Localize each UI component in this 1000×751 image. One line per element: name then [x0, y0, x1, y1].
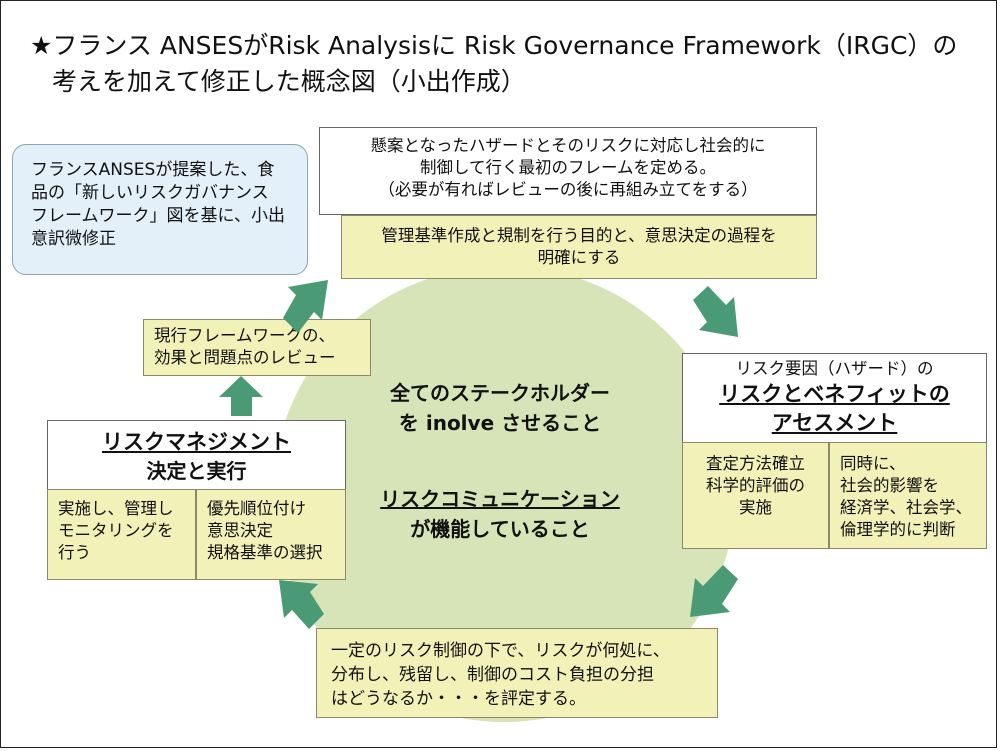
- arrow-assessment-to-evaluation-icon: [690, 565, 738, 617]
- assessment-left-line1: 査定方法確立: [706, 454, 805, 473]
- center-line4: が機能していること: [410, 517, 590, 541]
- management-left-cell: 実施し、管理し モニタリングを 行う: [47, 489, 196, 580]
- management-left-line2: モニタリングを: [58, 521, 174, 540]
- evaluation-line3: はどうなるか・・・を評定する。: [331, 689, 586, 709]
- assessment-right-line1: 同時に、: [840, 454, 906, 473]
- framing-line3: （必要が有ればレビューの後に再組み立てをする）: [378, 180, 758, 199]
- title-line1: ★フランス ANSESがRisk Analysisに Risk Governan…: [30, 31, 958, 60]
- management-left-line3: 行う: [58, 543, 91, 562]
- assessment-right-cell: 同時に、 社会的影響を 経済学、社会学、 倫理学的に判断: [829, 442, 987, 549]
- assessment-right-line3: 経済学、社会学、: [840, 498, 972, 517]
- framing-box: 懸案となったハザードとそのリスクに対応し社会的に 制御して行く最初のフレームを定…: [319, 127, 817, 215]
- evaluation-line2: 分布し、残留し、制御のコスト負担の分担: [331, 665, 654, 685]
- framing-sub-box: 管理基準作成と規制を行う目的と、意思決定の過程を 明確にする: [341, 215, 817, 279]
- center-text-communication: リスクコミュニケーション が機能していること: [340, 484, 660, 544]
- page-title: ★フランス ANSESがRisk Analysisに Risk Governan…: [30, 28, 957, 100]
- assessment-pre: リスク要因（ハザード）の: [735, 359, 934, 378]
- assessment-heading2: アセスメント: [771, 411, 898, 435]
- center-line3: リスクコミュニケーション: [380, 487, 620, 511]
- assessment-right-line4: 倫理学的に判断: [840, 520, 956, 539]
- arrow-framing-to-assessment-icon: [693, 286, 738, 337]
- arrow-management-to-review-icon: [219, 376, 263, 416]
- assessment-left-line3: 実施: [739, 498, 772, 517]
- arrow-review-to-framing-icon: [283, 280, 328, 333]
- framing-sub-line2: 明確にする: [537, 248, 621, 267]
- evaluation-line1: 一定のリスク制御の下で、リスクが何処に、: [331, 641, 670, 661]
- management-heading2: 決定と実行: [146, 459, 247, 483]
- management-right-line2: 意思決定: [207, 521, 273, 540]
- center-line1: 全てのステークホルダー: [390, 381, 610, 405]
- assessment-heading1: リスクとベネフィットの: [719, 382, 950, 406]
- assessment-left-line2: 科学的評価の: [706, 476, 805, 495]
- title-line2: 考えを加えて修正した概念図（小出作成）: [52, 67, 526, 96]
- review-line1: 現行フレームワークの、: [154, 326, 336, 345]
- management-heading1: リスクマネジメント: [102, 430, 291, 454]
- framing-sub-line1: 管理基準作成と規制を行う目的と、意思決定の過程を: [381, 226, 777, 245]
- evaluation-box: 一定のリスク制御の下で、リスクが何処に、 分布し、残留し、制御のコスト負担の分担…: [316, 628, 718, 718]
- framing-line2: 制御して行く最初のフレームを定める。: [419, 158, 716, 177]
- framing-line1: 懸案となったハザードとそのリスクに対応し社会的に: [370, 136, 766, 155]
- assessment-right-line2: 社会的影響を: [840, 476, 939, 495]
- management-right-cell: 優先順位付け 意思決定 規格基準の選択: [196, 489, 346, 580]
- review-line2: 効果と問題点のレビュー: [154, 348, 336, 367]
- management-right-line3: 規格基準の選択: [207, 543, 323, 562]
- source-note: フランスANSESが提案した、食品の「新しいリスクガバナンス フレームワーク」図…: [12, 144, 308, 275]
- center-text-stakeholders: 全てのステークホルダー を inolve させること: [340, 378, 660, 438]
- arrow-evaluation-to-management-icon: [279, 580, 324, 629]
- review-box: 現行フレームワークの、 効果と問題点のレビュー: [143, 319, 371, 376]
- management-right-line1: 優先順位付け: [207, 499, 306, 518]
- center-line2: を inolve させること: [398, 411, 602, 435]
- management-left-line1: 実施し、管理し: [58, 499, 174, 518]
- assessment-left-cell: 査定方法確立 科学的評価の 実施: [682, 442, 829, 549]
